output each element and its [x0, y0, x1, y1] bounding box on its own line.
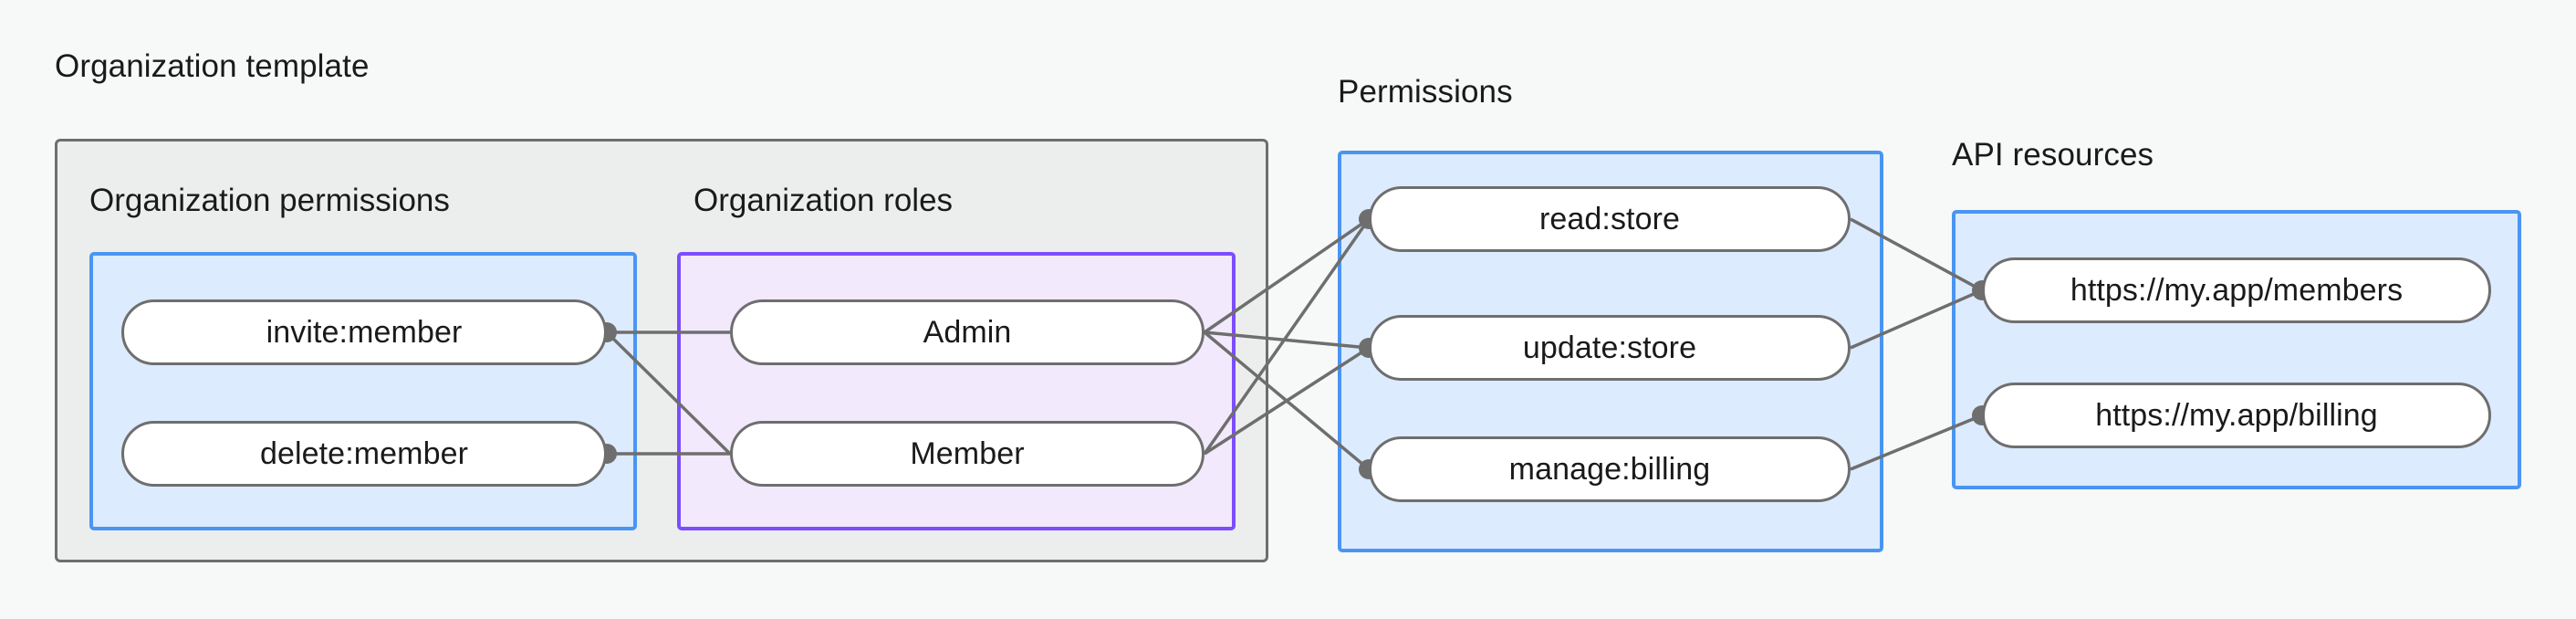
node-read-store-label: read:store: [1538, 201, 1681, 236]
node-delete-member[interactable]: delete:member: [121, 421, 607, 487]
organization-permissions-box: [89, 252, 637, 530]
node-delete-member-label: delete:member: [259, 435, 469, 471]
node-invite-member[interactable]: invite:member: [121, 299, 607, 365]
node-admin-label: Admin: [923, 314, 1012, 350]
api-resources-title: API resources: [1952, 137, 2154, 173]
organization-permissions-subtitle: Organization permissions: [89, 183, 450, 218]
node-manage-billing-label: manage:billing: [1508, 451, 1711, 487]
node-read-store[interactable]: read:store: [1369, 186, 1851, 252]
organization-roles-subtitle: Organization roles: [694, 183, 954, 218]
node-admin[interactable]: Admin: [730, 299, 1205, 365]
node-update-store[interactable]: update:store: [1369, 315, 1851, 381]
node-members-resource-label: https://my.app/members: [2070, 272, 2404, 308]
node-update-store-label: update:store: [1522, 330, 1697, 365]
node-manage-billing[interactable]: manage:billing: [1369, 436, 1851, 502]
permissions-title: Permissions: [1338, 74, 1513, 110]
organization-template-title: Organization template: [55, 48, 370, 84]
node-members-resource[interactable]: https://my.app/members: [1982, 257, 2491, 323]
node-member[interactable]: Member: [730, 421, 1205, 487]
organization-roles-box: [677, 252, 1236, 530]
node-member-label: Member: [910, 435, 1025, 471]
node-billing-resource[interactable]: https://my.app/billing: [1982, 383, 2491, 448]
node-billing-resource-label: https://my.app/billing: [2095, 397, 2378, 433]
node-invite-member-label: invite:member: [266, 314, 463, 350]
